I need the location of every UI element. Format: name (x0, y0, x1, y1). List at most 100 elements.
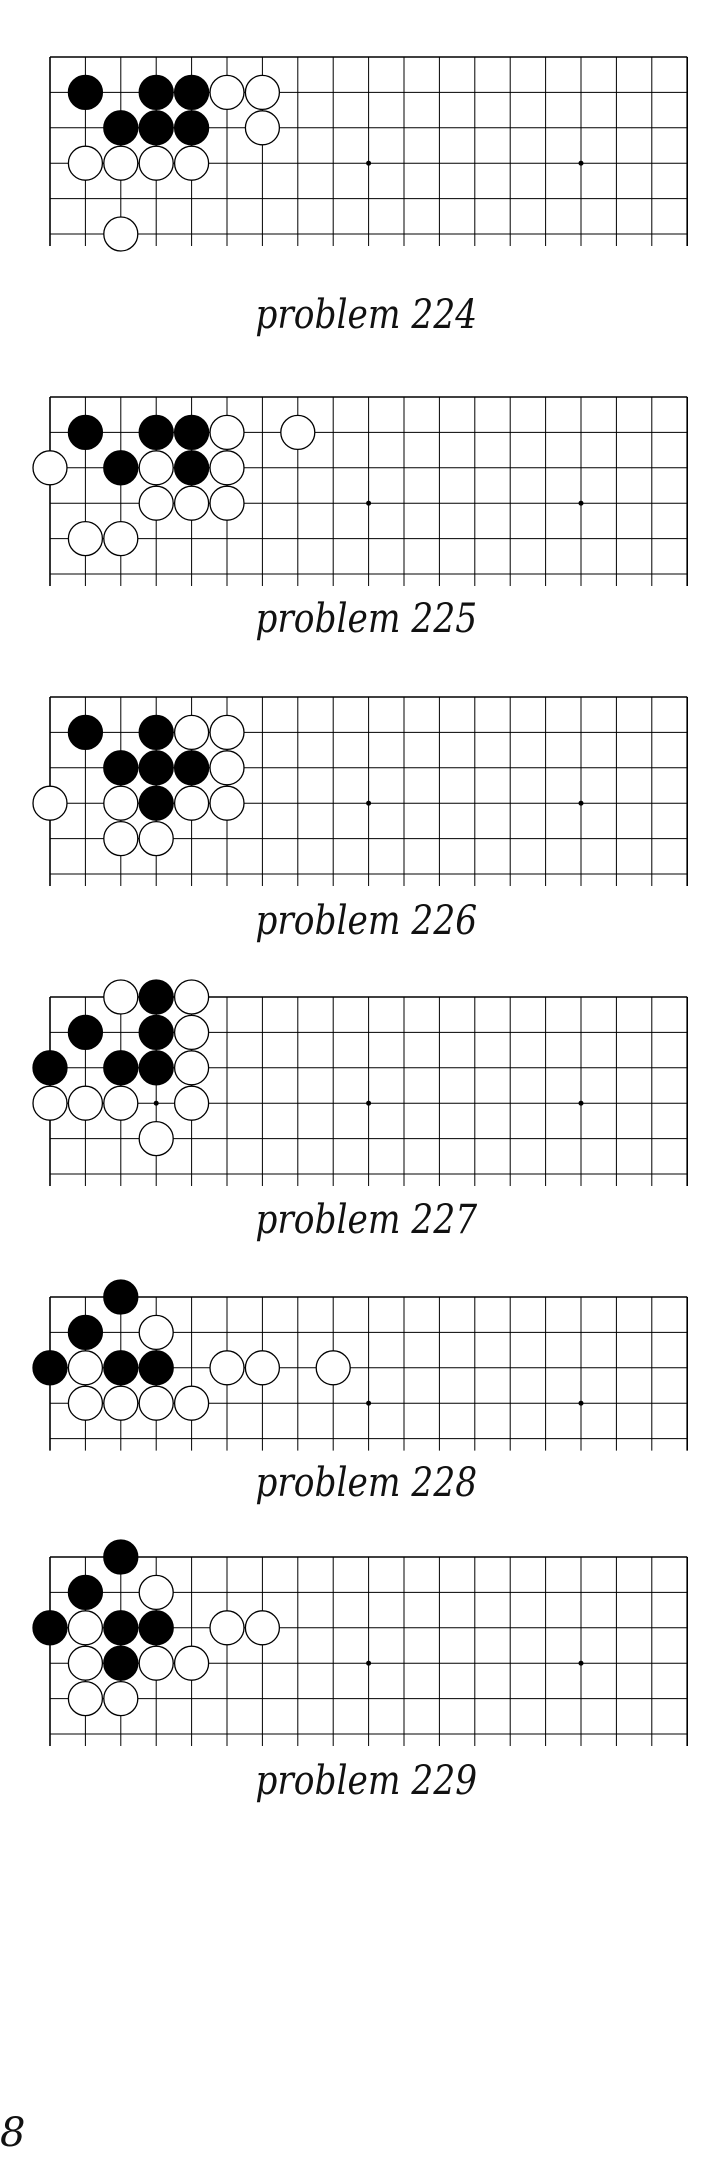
problem-caption: problem 225 (255, 596, 478, 642)
white-stone (138, 485, 174, 521)
white-stone (138, 1120, 174, 1157)
star-point (366, 1660, 372, 1666)
white-stone (138, 450, 174, 486)
black-stone (173, 750, 210, 786)
black-stone (103, 1610, 139, 1646)
white-stone (103, 979, 139, 1015)
white-stone (173, 1050, 210, 1086)
white-stone (103, 820, 139, 857)
black-stone (32, 1050, 68, 1086)
white-stone (209, 714, 245, 751)
star-point (578, 1100, 584, 1106)
white-stone (138, 1645, 174, 1681)
problem-caption: problem 229 (255, 1758, 478, 1804)
white-stone (103, 145, 139, 181)
black-stone (103, 750, 139, 786)
white-stone (244, 110, 281, 146)
problem-caption: problem 228 (255, 1460, 478, 1506)
star-point (578, 1400, 584, 1406)
black-stone (32, 1610, 68, 1646)
white-stone (209, 785, 245, 821)
white-stone (32, 450, 68, 486)
white-stone (103, 216, 139, 252)
star-point (578, 500, 584, 506)
go-board-226 (32, 696, 689, 886)
go-board-227 (32, 979, 689, 1186)
white-stone (244, 1610, 281, 1646)
white-stone (173, 485, 210, 521)
white-stone (209, 450, 245, 486)
black-stone (138, 979, 174, 1015)
white-stone (173, 1385, 210, 1421)
white-stone (209, 750, 245, 786)
white-stone (138, 1574, 174, 1611)
white-stone (103, 1385, 139, 1421)
black-stone (103, 1539, 139, 1575)
problem-caption: problem 227 (255, 1197, 478, 1243)
black-stone (138, 1050, 174, 1086)
white-stone (173, 714, 210, 751)
go-board-229 (32, 1539, 689, 1746)
black-stone (138, 1014, 174, 1051)
white-stone (173, 1645, 210, 1681)
black-stone (103, 1350, 139, 1386)
white-stone (138, 820, 174, 857)
white-stone (103, 785, 139, 821)
white-stone (32, 785, 68, 821)
star-point (578, 160, 584, 166)
white-stone (138, 1385, 174, 1421)
page-number: 8 (0, 2110, 26, 2156)
white-stone (67, 1085, 104, 1121)
white-stone (280, 414, 316, 451)
star-point (578, 1660, 584, 1666)
black-stone (138, 74, 174, 111)
black-stone (67, 414, 104, 451)
white-stone (67, 520, 104, 557)
black-stone (67, 1574, 104, 1611)
white-stone (103, 1085, 139, 1121)
white-stone (173, 979, 210, 1015)
white-stone (173, 1014, 210, 1051)
white-stone (173, 145, 210, 181)
star-point (366, 800, 372, 806)
white-stone (67, 1385, 104, 1421)
white-stone (209, 74, 245, 111)
problem-caption: problem 226 (255, 898, 478, 944)
white-stone (138, 145, 174, 181)
black-stone (67, 1014, 104, 1051)
white-stone (173, 1085, 210, 1121)
black-stone (103, 1279, 139, 1315)
white-stone (315, 1350, 351, 1386)
white-stone (103, 520, 139, 557)
white-stone (138, 1314, 174, 1351)
white-stone (173, 785, 210, 821)
problem-caption: problem 224 (255, 292, 478, 338)
star-point (366, 500, 372, 506)
white-stone (209, 414, 245, 451)
black-stone (67, 714, 104, 751)
go-board-225 (32, 396, 689, 586)
black-stone (103, 110, 139, 146)
black-stone (173, 414, 210, 451)
black-stone (173, 110, 210, 146)
white-stone (67, 145, 104, 181)
black-stone (173, 74, 210, 111)
star-point (578, 800, 584, 806)
white-stone (103, 1680, 139, 1717)
white-stone (67, 1350, 104, 1386)
black-stone (173, 450, 210, 486)
white-stone (32, 1085, 68, 1121)
go-board-228 (32, 1279, 689, 1451)
black-stone (138, 785, 174, 821)
white-stone (67, 1680, 104, 1717)
black-stone (67, 1314, 104, 1351)
white-stone (67, 1610, 104, 1646)
black-stone (138, 414, 174, 451)
black-stone (138, 1350, 174, 1386)
star-point (366, 1400, 372, 1406)
black-stone (32, 1350, 68, 1386)
star-point (153, 1100, 159, 1106)
white-stone (244, 1350, 281, 1386)
white-stone (209, 1350, 245, 1386)
white-stone (209, 485, 245, 521)
